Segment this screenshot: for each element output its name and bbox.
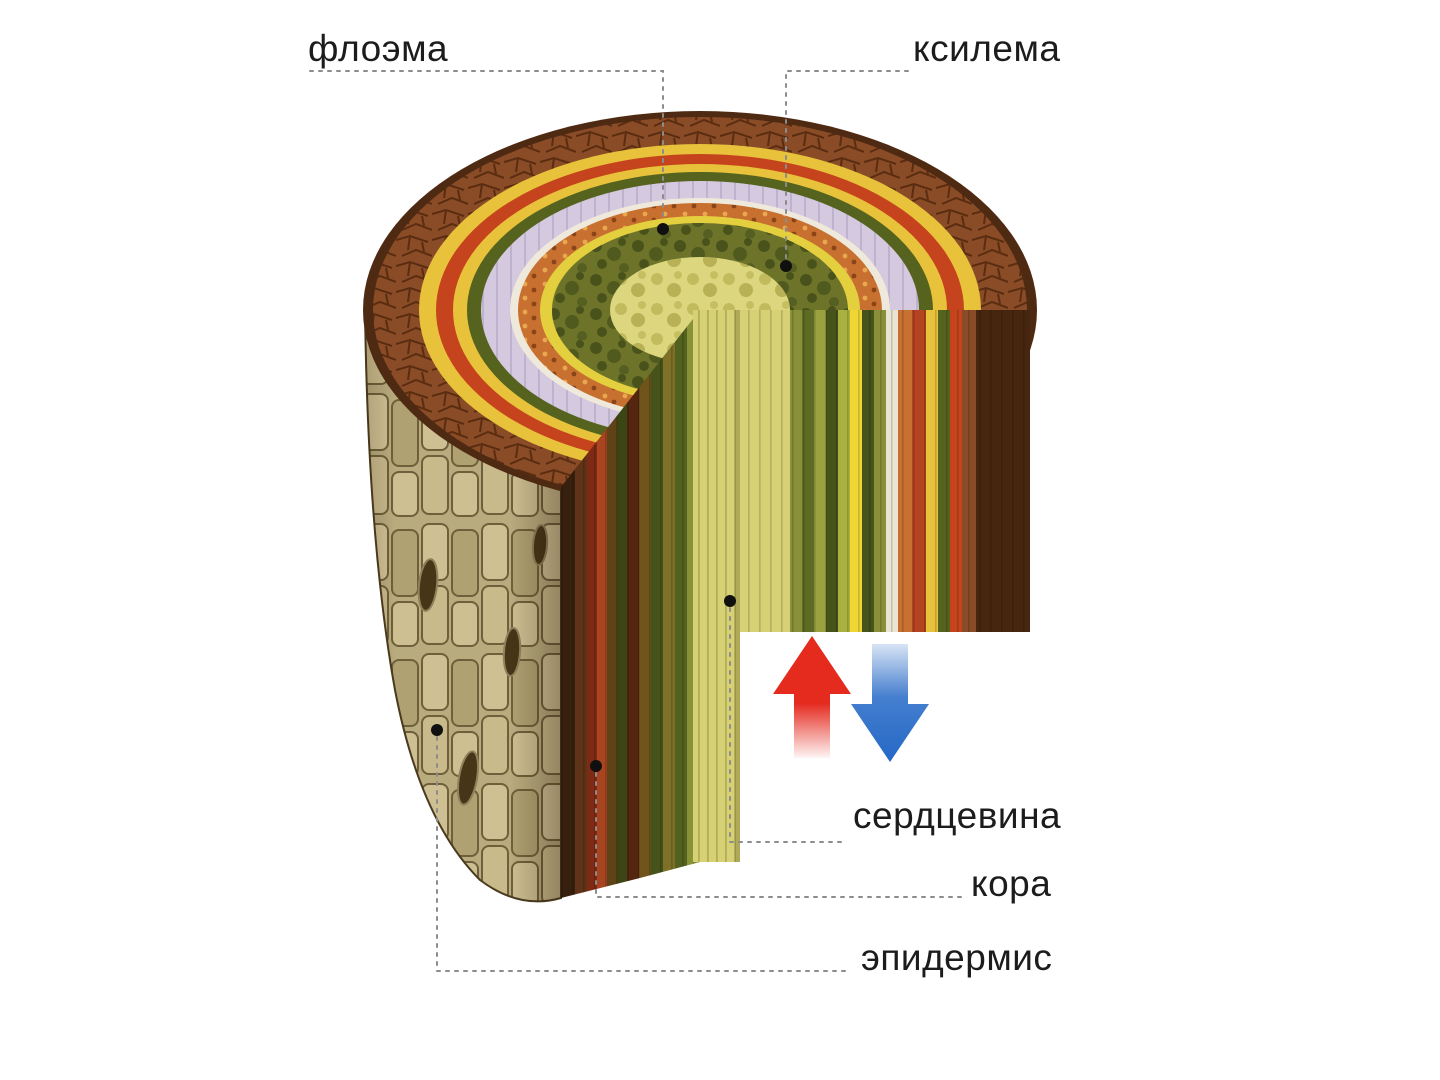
bark-label: кора	[971, 863, 1052, 904]
anchor-dot-epidermis	[431, 724, 443, 736]
up-arrow-icon	[773, 636, 851, 758]
anchor-dot-bark	[590, 760, 602, 772]
pith-column	[693, 310, 740, 862]
down-arrow-icon	[851, 644, 929, 762]
leader-line-epidermis	[436, 736, 852, 972]
xylem-label: ксилема	[913, 28, 1061, 69]
leader-line-bark	[595, 772, 964, 898]
anchor-dot-phloem	[657, 223, 669, 235]
leader-line-pith	[729, 607, 846, 843]
cut-face-right	[700, 310, 1030, 632]
leader-lines	[309, 70, 964, 972]
pith-label: сердцевина	[853, 795, 1062, 836]
epidermis-label: эпидермис	[861, 937, 1053, 978]
anchor-dot-xylem	[780, 260, 792, 272]
phloem-label: флоэма	[308, 28, 449, 69]
anchor-dot-pith	[724, 595, 736, 607]
leader-line-phloem	[309, 70, 664, 223]
